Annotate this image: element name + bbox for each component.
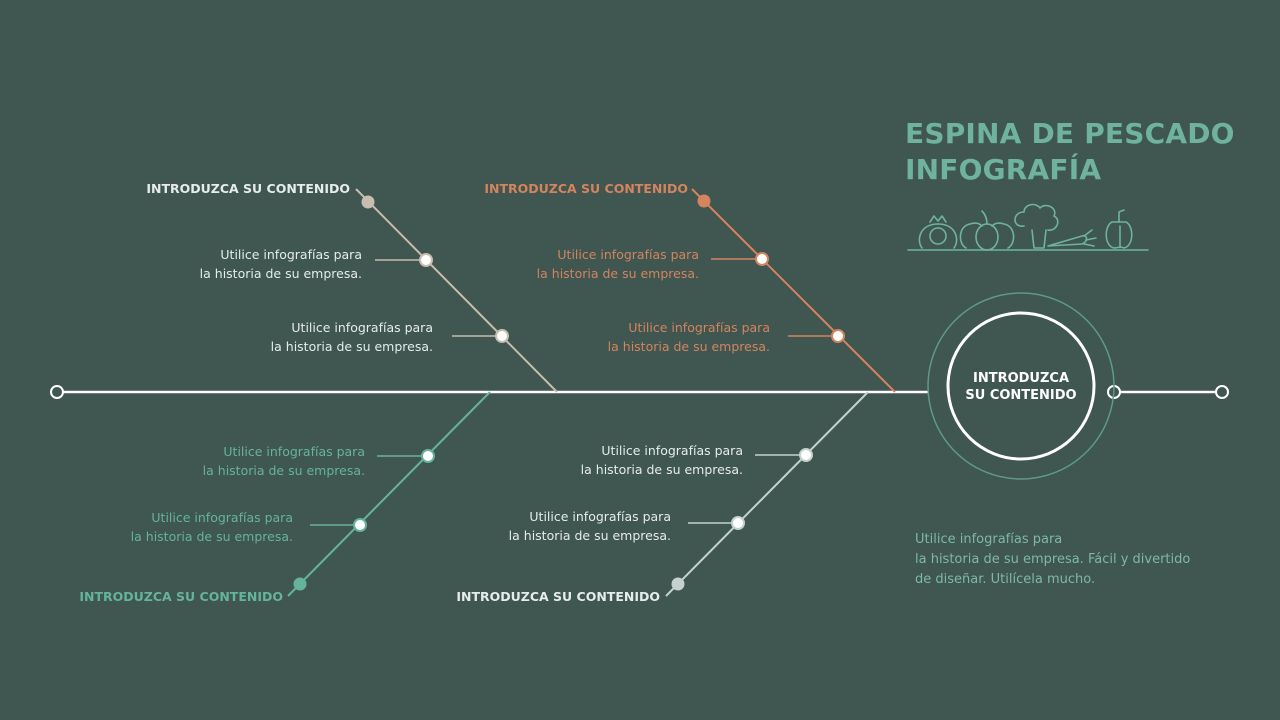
branch-upper-right-item-1: Utilice infografías para la historia de … <box>459 245 699 283</box>
branch-upper-right-item-2: Utilice infografías para la historia de … <box>530 318 770 356</box>
desc-line-1: Utilice infografías para <box>223 444 365 459</box>
tail-end-node <box>1215 385 1229 399</box>
branch-node <box>755 252 769 266</box>
carrot-icon <box>1047 229 1097 247</box>
desc-line-2: la historia de su empresa. <box>270 339 433 354</box>
spine-start-node <box>50 385 64 399</box>
pepper-icon <box>1105 209 1133 249</box>
branch-lower-right <box>665 391 869 597</box>
pumpkin-icon <box>959 210 1015 251</box>
title-line-1: ESPINA DE PESCADO <box>905 117 1235 150</box>
branch-node <box>419 253 433 267</box>
footnote-line-1: Utilice infografías para <box>915 532 1063 547</box>
desc-line-2: la historia de su empresa. <box>202 463 365 478</box>
branch-upper-right-label: INTRODUZCA SU CONTENIDO <box>484 181 688 196</box>
desc-line-1: Utilice infografías para <box>529 509 671 524</box>
head-inner-circle <box>946 311 1096 461</box>
page-title: ESPINA DE PESCADO INFOGRAFÍA <box>905 116 1235 188</box>
branch-end-dot <box>697 194 711 208</box>
branch-lower-right-item-1: Utilice infografías para la historia de … <box>503 441 743 479</box>
branch-end-dot <box>293 577 307 591</box>
desc-line-1: Utilice infografías para <box>151 510 293 525</box>
branch-node <box>831 329 845 343</box>
desc-line-1: Utilice infografías para <box>220 247 362 262</box>
branch-lower-right-label: INTRODUZCA SU CONTENIDO <box>456 589 660 604</box>
branch-upper-right <box>691 188 896 393</box>
head-outer-ring <box>927 292 1115 480</box>
branch-node <box>799 448 813 462</box>
desc-line-1: Utilice infografías para <box>601 443 743 458</box>
desc-line-2: la historia de su empresa. <box>607 339 770 354</box>
title-line-2: INFOGRAFÍA <box>905 153 1102 186</box>
fish-head-label: INTRODUZCA SU CONTENIDO <box>947 370 1095 404</box>
broccoli-icon <box>1014 203 1059 249</box>
branch-end-dot <box>671 577 685 591</box>
branch-lower-left-label: INTRODUZCA SU CONTENIDO <box>79 589 283 604</box>
branch-lower-right-item-2: Utilice infografías para la historia de … <box>431 507 671 545</box>
desc-line-2: la historia de su empresa. <box>130 529 293 544</box>
branch-upper-left-item-1: Utilice infografías para la historia de … <box>122 245 362 283</box>
branch-end-dot <box>361 195 375 209</box>
branch-node <box>731 516 745 530</box>
footnote-line-3: de diseñar. Utilícela mucho. <box>915 572 1096 587</box>
branch-lower-left <box>287 391 491 597</box>
branch-node <box>421 449 435 463</box>
desc-line-2: la historia de su empresa. <box>580 462 743 477</box>
footnote-line-2: la historia de su empresa. Fácil y diver… <box>915 552 1191 567</box>
desc-line-1: Utilice infografías para <box>291 320 433 335</box>
desc-line-2: la historia de su empresa. <box>536 266 699 281</box>
desc-line-2: la historia de su empresa. <box>508 528 671 543</box>
center-line-2: SU CONTENIDO <box>965 388 1077 403</box>
desc-line-1: Utilice infografías para <box>628 320 770 335</box>
branch-node <box>495 329 509 343</box>
tomato-icon <box>918 215 958 249</box>
branch-upper-left-label: INTRODUZCA SU CONTENIDO <box>146 181 350 196</box>
center-line-1: INTRODUZCA <box>972 371 1070 386</box>
desc-line-2: la historia de su empresa. <box>199 266 362 281</box>
vegetables-illustration <box>907 203 1149 251</box>
branch-lower-left-item-2: Utilice infografías para la historia de … <box>53 508 293 546</box>
branch-upper-left-item-2: Utilice infografías para la historia de … <box>193 318 433 356</box>
footnote-text: Utilice infografías para la historia de … <box>915 530 1235 590</box>
branch-upper-left <box>355 188 558 393</box>
branch-node <box>353 518 367 532</box>
desc-line-1: Utilice infografías para <box>557 247 699 262</box>
branch-lower-left-item-1: Utilice infografías para la historia de … <box>125 442 365 480</box>
